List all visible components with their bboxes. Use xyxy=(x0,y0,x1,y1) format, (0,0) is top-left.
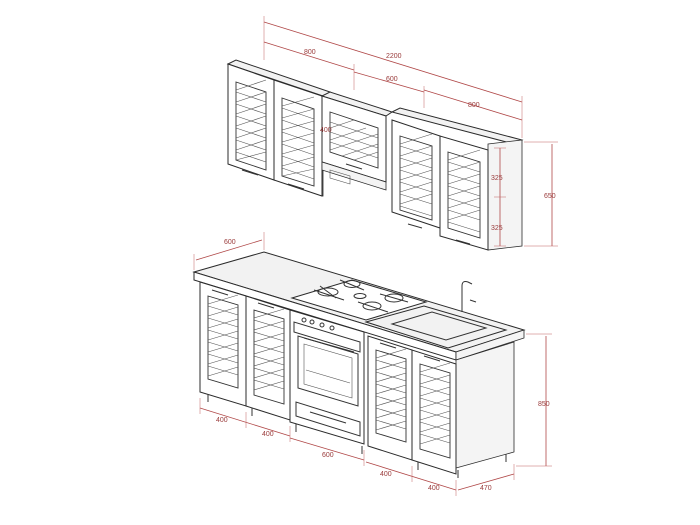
dim-total-width: 2200 xyxy=(386,53,402,60)
dim-upper-half-top: 325 xyxy=(491,175,503,182)
sink-bowl xyxy=(390,311,488,341)
dim-base-depth: 600 xyxy=(224,239,236,246)
dim-upper-middle-height: 400 xyxy=(320,127,332,134)
hob-burners xyxy=(313,279,409,313)
sink-top xyxy=(364,305,508,349)
handle xyxy=(423,355,441,362)
oven-module xyxy=(289,309,365,445)
handle xyxy=(211,289,229,296)
oven-window xyxy=(303,343,353,399)
lattice-panel xyxy=(375,349,407,443)
lattice-panel xyxy=(399,135,433,221)
upper-dimensions: 2200 800 600 800 400 325 325 650 xyxy=(263,16,558,247)
dim-upper-half-bottom: 325 xyxy=(491,225,503,232)
dim-base-3: 600 xyxy=(322,452,334,459)
upper-door-5 xyxy=(439,135,489,251)
upper-cabinets xyxy=(226,59,524,251)
dim-upper-right: 800 xyxy=(468,102,480,109)
legs xyxy=(207,394,507,478)
lattice-panel xyxy=(447,151,481,239)
drawer xyxy=(295,401,361,437)
upper-door-1 xyxy=(227,63,275,181)
lattice-panel xyxy=(207,295,239,389)
oven-handle xyxy=(303,337,355,353)
handle xyxy=(345,163,363,170)
handle xyxy=(287,183,305,190)
handle xyxy=(379,342,397,349)
handle xyxy=(309,411,347,424)
lattice-panel xyxy=(281,97,315,187)
lattice-panel xyxy=(419,363,451,459)
dim-upper-left: 800 xyxy=(304,49,316,56)
faucet xyxy=(461,281,473,312)
dim-base-5: 400 xyxy=(428,485,440,492)
dim-base-2: 400 xyxy=(262,431,274,438)
handle xyxy=(455,239,471,245)
handle xyxy=(407,223,423,229)
lattice-panel xyxy=(253,309,285,405)
handle xyxy=(241,169,259,176)
dim-upper-total-height: 650 xyxy=(544,193,556,200)
dim-upper-middle: 600 xyxy=(386,76,398,83)
base-dimensions: 600 400 400 600 400 400 470 850 xyxy=(193,232,552,496)
dim-base-1: 400 xyxy=(216,417,228,424)
upper-door-4 xyxy=(391,119,441,229)
lattice-panel xyxy=(235,81,267,171)
dim-base-height: 850 xyxy=(538,401,550,408)
hob-knobs xyxy=(301,317,335,331)
upper-door-2 xyxy=(273,79,323,197)
dim-base-side-depth: 470 xyxy=(480,485,492,492)
handle xyxy=(257,302,275,309)
lattice-panel xyxy=(329,111,379,169)
base-cabinets xyxy=(192,251,526,478)
dim-base-4: 400 xyxy=(380,471,392,478)
